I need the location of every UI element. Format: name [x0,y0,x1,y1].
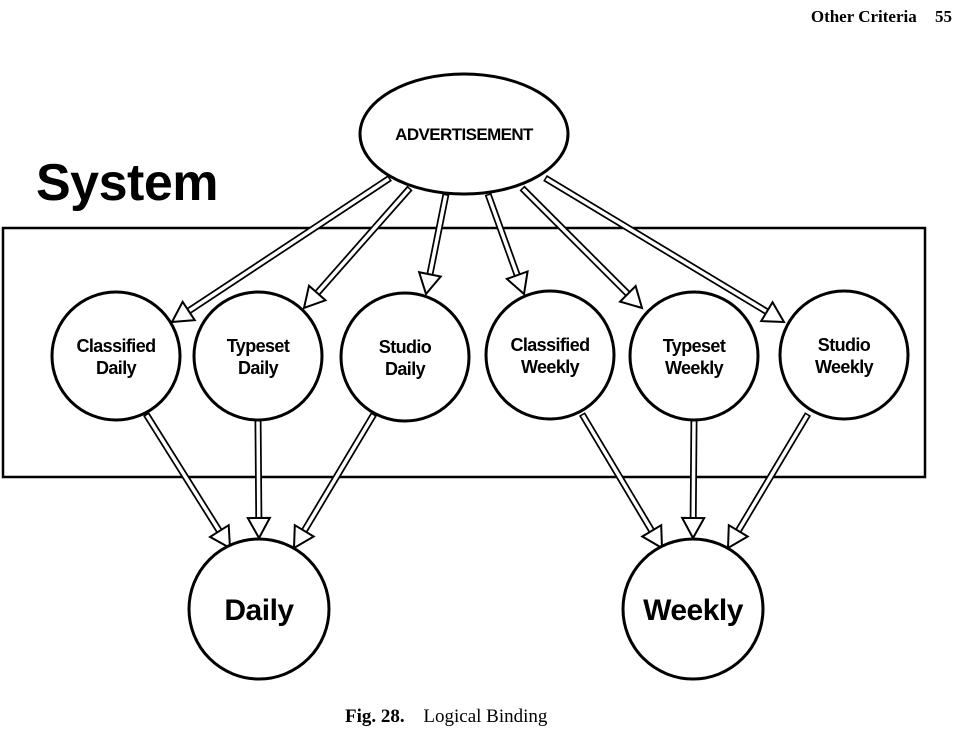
node-studio-daily-line1: Studio [379,337,432,357]
node-classified-daily-line1: Classified [76,336,155,356]
arrow-typeset-weekly-to-weekly-head [680,516,706,541]
arrow-advertisement-to-studio-weekly-shaft-fill [545,177,771,315]
arrow-advertisement-to-typeset-weekly [519,185,644,310]
arrow-studio-daily-to-daily [292,412,378,550]
arrow-classified-daily-to-daily [143,412,232,550]
arrow-classified-weekly-to-weekly [578,412,664,550]
node-studio-daily: Studio Daily [339,291,471,423]
node-studio-weekly-line1: Studio [818,335,871,355]
node-typeset-weekly: Typeset Weekly [628,290,760,422]
arrow-advertisement-to-studio-daily [417,193,450,297]
arrow-classified-weekly-to-weekly-head [640,523,664,550]
node-advertisement: ADVERTISEMENT [358,72,570,196]
arrow-advertisement-to-studio-weekly-head [759,300,786,324]
system-boundary [1,226,927,479]
arrow-studio-daily-to-daily-head [292,523,316,550]
arrow-advertisement-to-typeset-weekly-shaft-fill [521,187,632,298]
node-weekly-shape [621,537,765,681]
node-typeset-weekly-line2: Weekly [665,358,724,378]
arrow-advertisement-to-typeset-daily [302,185,413,310]
arrow-studio-daily-to-daily-shaft-fill [301,414,375,535]
node-typeset-daily-line1: Typeset [227,336,290,356]
node-daily: Daily [187,537,331,681]
arrow-advertisement-to-classified-weekly [484,192,529,296]
arrow-advertisement-to-typeset-daily-head [302,283,328,310]
arrow-advertisement-to-classified-daily-shaft-fill [185,177,390,315]
node-typeset-weekly-shape [628,290,760,422]
page-header: Other Criteria 55 [811,7,952,26]
arrow-typeset-daily-to-daily [246,419,272,541]
arrow-typeset-daily-to-daily-shaft-fill [256,421,261,522]
arrow-advertisement-to-studio-daily-head [417,270,443,297]
arrow-classified-weekly-to-weekly-shaft-fill [581,414,655,535]
node-classified-weekly-shape [484,289,616,421]
node-weekly-label: Weekly [643,594,744,627]
node-typeset-daily-line2: Daily [238,358,279,378]
node-advertisement-shape [358,72,570,196]
node-classified-daily-line2: Daily [96,358,137,378]
arrow-studio-weekly-to-weekly-head [726,523,750,550]
node-typeset-weekly-line1: Typeset [663,336,726,356]
arrow-studio-weekly-to-weekly-shaft-fill [735,414,809,535]
node-classified-weekly: Classified Weekly [484,289,616,421]
arrow-typeset-daily-to-daily-head [246,516,272,541]
arrow-advertisement-to-typeset-weekly-head [618,284,644,310]
arrow-advertisement-to-classified-daily [170,175,392,324]
arrow-advertisement-to-classified-daily-head [170,299,197,324]
arrow-typeset-weekly-to-weekly [680,419,706,541]
node-classified-weekly-line1: Classified [510,335,589,355]
arrow-classified-daily-to-daily-shaft-fill [145,414,223,535]
node-studio-weekly-shape [778,289,910,421]
node-daily-label: Daily [224,594,294,627]
node-studio-daily-shape [339,291,471,423]
arrow-group [143,175,812,550]
node-typeset-daily-shape [192,290,324,422]
figure-number: Fig. 28. [345,706,405,727]
arrow-advertisement-to-studio-daily-shaft-fill [427,195,448,278]
node-studio-daily-line2: Daily [385,359,426,379]
arrow-advertisement-to-classified-weekly-head [504,269,529,296]
arrow-advertisement-to-typeset-daily-shaft-fill [313,187,411,297]
figure-caption: Fig. 28. Logical Binding [345,706,548,727]
page-number: 55 [935,7,952,26]
arrow-advertisement-to-studio-weekly [543,175,786,324]
node-classified-daily-shape [50,290,182,422]
node-advertisement-label: ADVERTISEMENT [395,125,534,144]
figure-title: Logical Binding [423,706,548,727]
node-studio-weekly: Studio Weekly [778,289,910,421]
node-classified-weekly-line2: Weekly [521,357,580,377]
running-title: Other Criteria [811,7,917,26]
arrow-typeset-weekly-to-weekly-shaft-fill [691,421,696,522]
node-typeset-daily: Typeset Daily [192,290,324,422]
system-label: System [36,154,218,212]
node-weekly: Weekly [621,537,765,681]
node-studio-weekly-line2: Weekly [815,357,874,377]
node-daily-shape [187,537,331,681]
arrow-advertisement-to-classified-weekly-shaft-fill [486,194,520,279]
node-classified-daily: Classified Daily [50,290,182,422]
arrow-classified-daily-to-daily-head [208,523,232,550]
arrow-studio-weekly-to-weekly [726,412,812,550]
